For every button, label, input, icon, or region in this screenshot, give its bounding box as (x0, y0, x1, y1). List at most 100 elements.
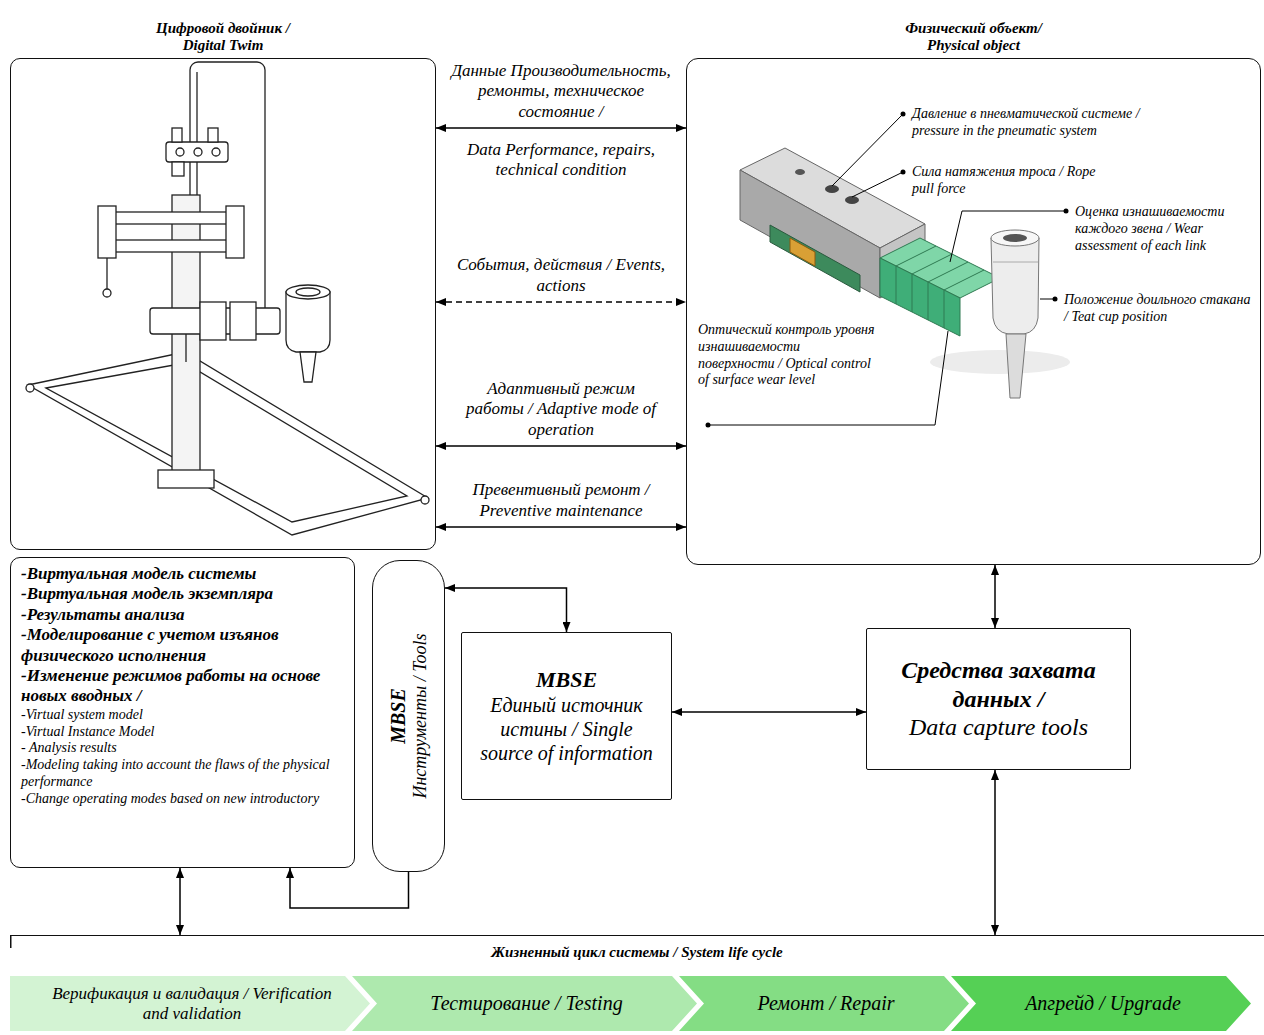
leader-line (950, 211, 1066, 262)
chevron-fill (679, 976, 969, 1031)
connector-arrow (436, 301, 686, 303)
node-text: -Моделирование с учетом изъянов физическ… (21, 625, 344, 666)
band-tick (10, 935, 12, 948)
connector-arrow (445, 588, 567, 632)
leader-line (852, 172, 903, 197)
callout-label: Положение доильного стакана / Teat cup p… (1064, 292, 1256, 326)
callout-label: Оптический контроль уровня изнашиваемост… (698, 322, 878, 389)
connector-arrow (436, 526, 686, 528)
leg (106, 258, 107, 289)
chain-links (896, 246, 984, 328)
column (172, 195, 200, 480)
node-text: Инструменты / Tools (410, 572, 432, 860)
tool-box: MBSEИнструменты / Tools (372, 560, 445, 872)
lifecycle-band: Жизненный цикл системы / System life cyc… (10, 935, 1264, 1035)
node-text: -Виртуальная модель системы (21, 564, 344, 584)
back-panel (190, 62, 265, 332)
edge-label: Адаптивный режим работы / Adaptive mode … (461, 379, 661, 440)
fitting (172, 128, 182, 142)
end-block (226, 206, 244, 258)
node-text: -Change operating modes based on new int… (21, 791, 344, 808)
node-text: -Virtual system model (21, 707, 344, 724)
chevron-step: Ремонт / Repair (679, 976, 969, 1031)
chevron-fill (10, 976, 370, 1031)
list-box: -Виртуальная модель системы-Виртуальная … (10, 557, 355, 868)
leader-dot (901, 170, 906, 175)
edge-label: События, действия / Events, actions (446, 255, 676, 296)
data-label: Data Performance, repairs, technical con… (461, 140, 661, 181)
node-text: Тестирование / Testing (430, 992, 622, 1014)
node-text: Верификация и валидация / Verification a… (44, 984, 340, 1022)
bracket (790, 238, 815, 266)
tray-end (26, 384, 34, 392)
arm-rail (108, 240, 233, 252)
valve (176, 148, 184, 156)
process-box: MBSEЕдиный источник истины / Single sour… (461, 632, 672, 800)
fitting (208, 128, 218, 142)
node-text: -Virtual Instance Model (21, 724, 344, 741)
connector-arrow (436, 127, 686, 129)
connector-arrow (994, 565, 996, 628)
edge-label: Данные Производительность, ремонты, техн… (446, 61, 676, 122)
node-heading: Цифровой двойник / Digital Twim (138, 20, 308, 55)
connector-arrow (436, 445, 686, 447)
teat-cup-body (991, 238, 1039, 334)
tray-end (421, 496, 429, 504)
digital-twin-drawing (26, 62, 429, 535)
teat-cup-tip (300, 352, 316, 382)
callout-label: Оценка изнашиваемости каждого звена / We… (1075, 204, 1235, 254)
teat-cup-opening (1003, 234, 1027, 242)
node-text: Апгрейд / Upgrade (1025, 992, 1181, 1014)
leader-dot (706, 423, 711, 428)
housing-side (740, 170, 880, 298)
arm-rail (108, 212, 233, 224)
link-line (896, 266, 897, 304)
process-box: Средства захвата данных /Data capture to… (866, 628, 1131, 770)
column-foot (158, 470, 214, 488)
callout-label: Сила натяжения троса / Rope pull force (912, 164, 1112, 198)
link-line (944, 290, 945, 328)
valve (194, 148, 202, 156)
link-line (944, 270, 984, 290)
node-text: - Analysis results (21, 740, 344, 757)
node-text: Data capture tools (909, 713, 1088, 742)
port-hole (795, 169, 805, 175)
connector-arrow (994, 770, 996, 935)
teat-cup-top (286, 285, 330, 299)
chevron-step: Верификация и валидация / Verification a… (10, 976, 370, 1031)
chevron-step: Апгрейд / Upgrade (951, 976, 1251, 1031)
link-line (896, 246, 936, 266)
arm-segment (200, 302, 226, 340)
teat-cup-body (286, 292, 330, 352)
leg-end (103, 289, 111, 297)
node-text: Ремонт / Repair (758, 992, 895, 1014)
edge-label: Превентивный ремонт / Preventive mainten… (441, 480, 681, 521)
panel-box: Цифровой двойник / Digital Twim (10, 58, 436, 550)
node-text: -Результаты анализа (21, 605, 344, 625)
leader-dot (1053, 297, 1058, 302)
cup-ring (993, 262, 1038, 263)
node-text: Единый источник истины / Single source o… (474, 693, 659, 765)
link-line (912, 274, 913, 312)
arm-support (185, 334, 186, 362)
chevron-fill (352, 976, 697, 1031)
node-heading: Физический объект/ Physical object (889, 20, 1059, 55)
arm-segment (230, 302, 256, 340)
port-hole (825, 185, 839, 193)
link-line (928, 262, 968, 282)
leader-line (832, 114, 903, 186)
chevron-fill (951, 976, 1251, 1031)
node-text: -Изменение режимов работы на основе новы… (21, 666, 344, 707)
leader-dot (1064, 209, 1069, 214)
node-text: -Modeling taking into account the flaws … (21, 757, 344, 791)
node-text: -Виртуальная модель экземпляра (21, 584, 344, 604)
circuit-board (770, 225, 860, 292)
teat-cup-opening (296, 288, 320, 296)
leader-dot (901, 112, 906, 117)
node-text: MBSE (536, 667, 597, 693)
link-line (912, 254, 952, 274)
node-text: MBSE (386, 572, 410, 860)
pneumatic-block (166, 142, 228, 162)
chevron-step: Тестирование / Testing (352, 976, 697, 1031)
